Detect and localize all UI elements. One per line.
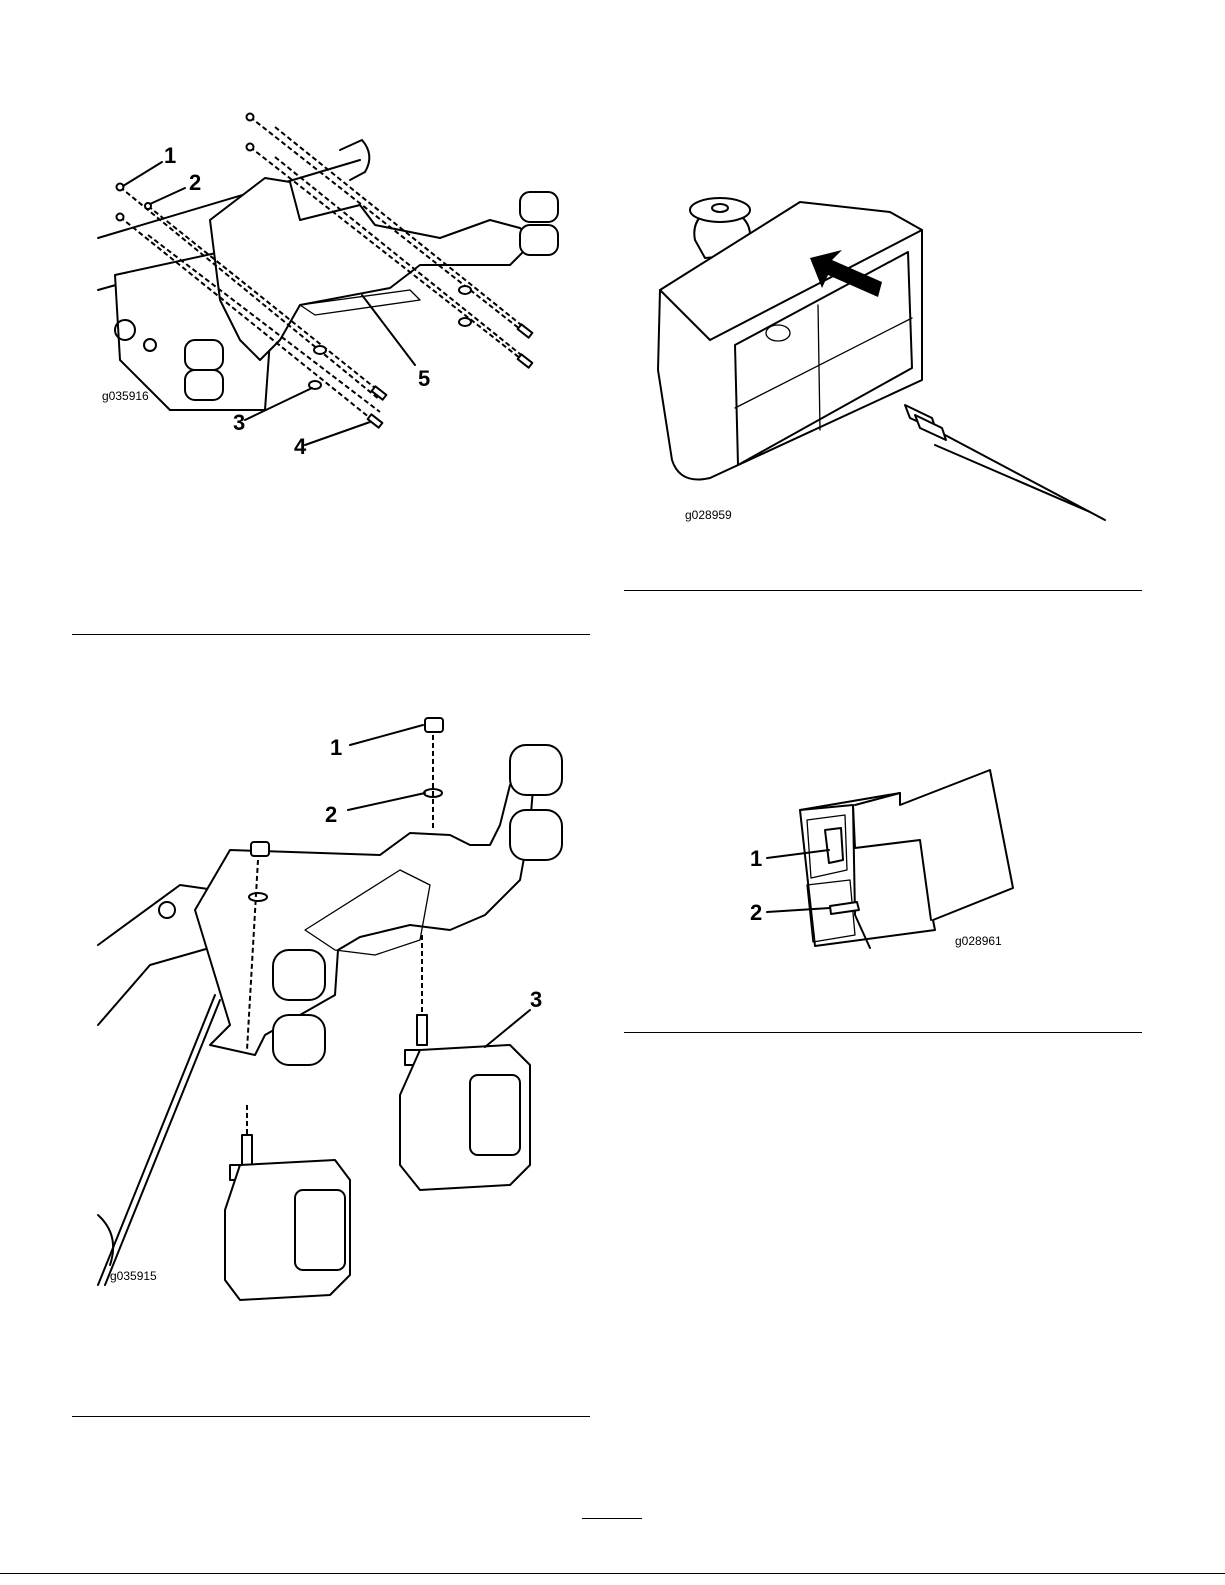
figure-divider: [624, 590, 1142, 591]
figure-g028961: 1 2 g028961: [745, 760, 1035, 960]
footer-rule: [0, 1573, 1225, 1574]
figure-divider: [72, 1416, 590, 1417]
figure-divider: [624, 1032, 1142, 1033]
lamp-mount-illustration: 1 2 3 g035915: [90, 705, 590, 1305]
figure-divider: [72, 634, 590, 635]
callout-3: 3: [530, 987, 542, 1012]
callout-5: 5: [418, 366, 430, 391]
callout-3: 3: [233, 410, 245, 435]
connector-terminal-illustration: 1 2 g028961: [745, 760, 1035, 960]
callout-1: 1: [164, 143, 176, 168]
figure-id: g028959: [685, 508, 732, 522]
figure-id: g028961: [955, 934, 1002, 948]
callout-2: 2: [325, 802, 337, 827]
figure-g035916: 1 2 3 4 5 g035916: [90, 100, 590, 470]
bracket-assembly-illustration: 1 2 3 4 5 g035916: [90, 100, 590, 470]
callout-1: 1: [330, 735, 342, 760]
figure-g035915: 1 2 3 g035915: [90, 705, 590, 1305]
figure-id: g035916: [102, 389, 149, 403]
callout-2: 2: [189, 170, 201, 195]
figure-id: g035915: [110, 1269, 157, 1283]
lamp-connector-insertion-illustration: g028959: [650, 190, 1130, 535]
figure-g028959: g028959: [650, 190, 1130, 535]
callout-4: 4: [294, 434, 307, 459]
callout-1: 1: [750, 846, 762, 871]
page-number-rule: [582, 1518, 642, 1519]
callout-2: 2: [750, 900, 762, 925]
